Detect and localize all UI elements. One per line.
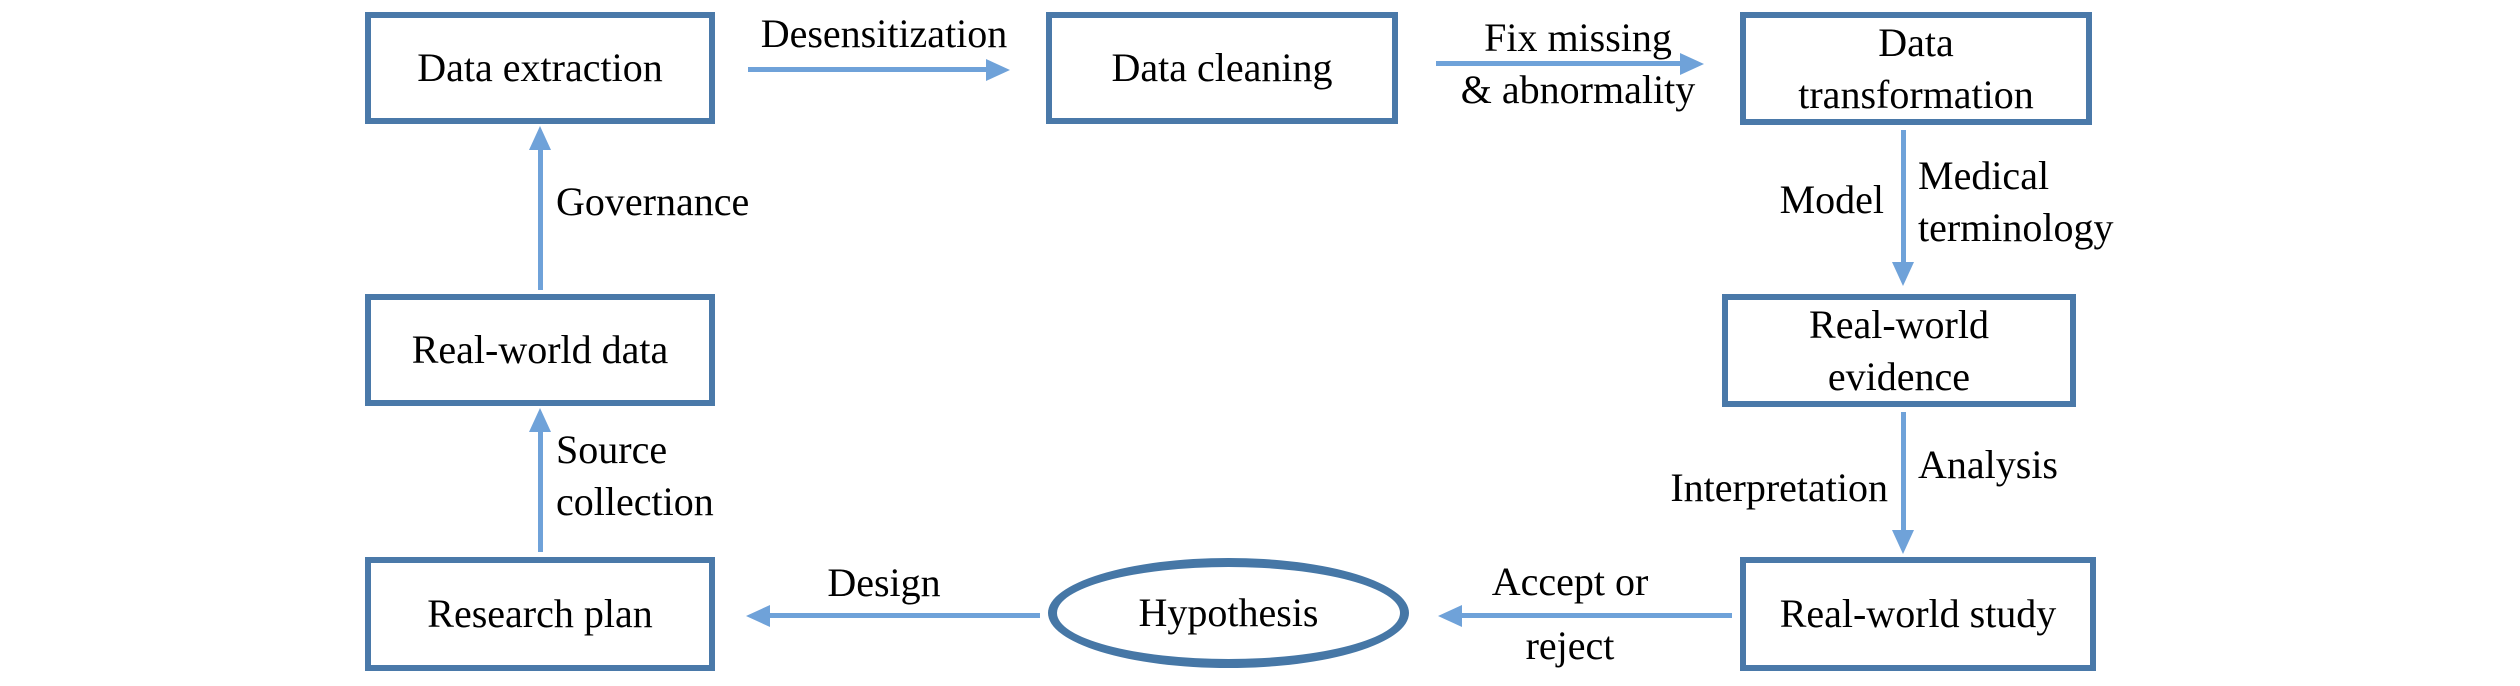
node-data-extraction: Data extraction [365, 12, 715, 124]
edge-label-analysis: Analysis [1918, 442, 2058, 487]
edge-label-source-collection: Source collection [556, 427, 714, 524]
arrow-right-icon [986, 59, 1010, 81]
arrow-shaft [538, 432, 543, 552]
arrow-shaft [1462, 613, 1732, 618]
edge-label-interpretation: Interpretation [1670, 465, 1888, 510]
arrow-left-icon [1438, 605, 1462, 627]
arrow-shaft [770, 613, 1040, 618]
edge-label-accept-or-reject: Accept or reject [1491, 559, 1649, 668]
edge-label-fix-missing: Fix missing & abnormality [1460, 15, 1696, 112]
node-real-world-study: Real-world study [1740, 557, 2096, 671]
arrow-down-icon [1892, 530, 1914, 554]
arrow-shaft [1901, 412, 1906, 532]
node-data-transformation: Data transformation [1740, 12, 2092, 125]
edge-label-model: Model [1779, 177, 1884, 222]
arrow-shaft [748, 67, 988, 72]
arrow-up-icon [529, 408, 551, 432]
arrow-up-icon [529, 126, 551, 150]
node-real-world-evidence: Real-world evidence [1722, 294, 2076, 407]
arrow-left-icon [746, 605, 770, 627]
arrow-shaft [1436, 61, 1682, 66]
node-research-plan: Research plan [365, 557, 715, 671]
edge-label-design: Design [827, 560, 941, 605]
edge-label-medical-terminology: Medical terminology [1918, 153, 2114, 250]
arrow-shaft [538, 150, 543, 290]
arrow-down-icon [1892, 262, 1914, 286]
node-data-cleaning: Data cleaning [1046, 12, 1398, 124]
edge-label-desensitization: Desensitization [760, 11, 1008, 56]
node-real-world-data: Real-world data [365, 294, 715, 406]
node-hypothesis-ellipse: Hypothesis [1048, 558, 1409, 668]
arrow-shaft [1901, 130, 1906, 264]
edge-label-governance: Governance [556, 179, 750, 224]
arrow-right-icon [1680, 53, 1704, 75]
